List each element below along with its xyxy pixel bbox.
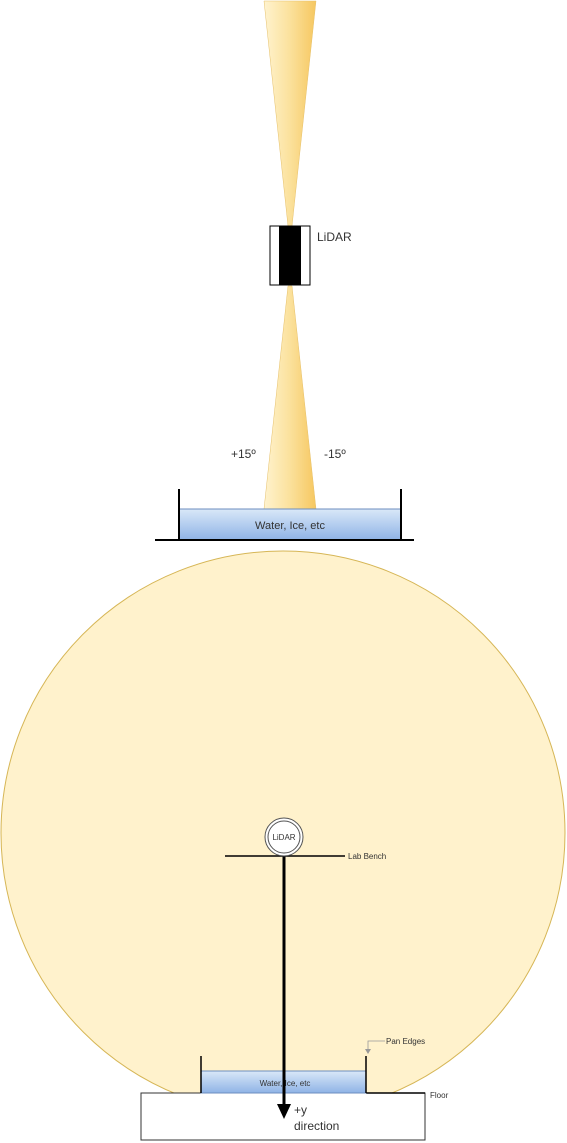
lower-beam-cone (263, 285, 317, 510)
direction-label-line1: +y (294, 1103, 307, 1117)
pan-edges-label: Pan Edges (386, 1037, 425, 1046)
angle-label-positive: +15º (231, 447, 256, 461)
side-view: LiDAR +15º -15º Water, Ice, etc (155, 0, 414, 541)
pan-edges-callout-arrow (365, 1049, 371, 1054)
angle-label-negative: -15º (324, 447, 346, 461)
lidar-sensor-top-inner (267, 820, 301, 854)
pan-edges-callout-line (367, 1040, 385, 1050)
upper-beam-cone (263, 0, 317, 227)
water-pan-side (178, 508, 402, 541)
floor-label: Floor (430, 1091, 449, 1100)
pan-label-side: Water, Ice, etc (255, 520, 325, 532)
lidar-sensor-core (279, 226, 301, 285)
lab-bench-label: Lab Bench (348, 852, 386, 861)
direction-label-line2: direction (294, 1119, 339, 1133)
lidar-label-side: LiDAR (317, 230, 352, 244)
top-view: Floor Water, Ice, etc Pan Edges Lab Benc… (0, 550, 566, 1141)
y-direction-arrowhead (277, 1104, 291, 1119)
lidar-label-top: LiDAR (272, 833, 295, 842)
